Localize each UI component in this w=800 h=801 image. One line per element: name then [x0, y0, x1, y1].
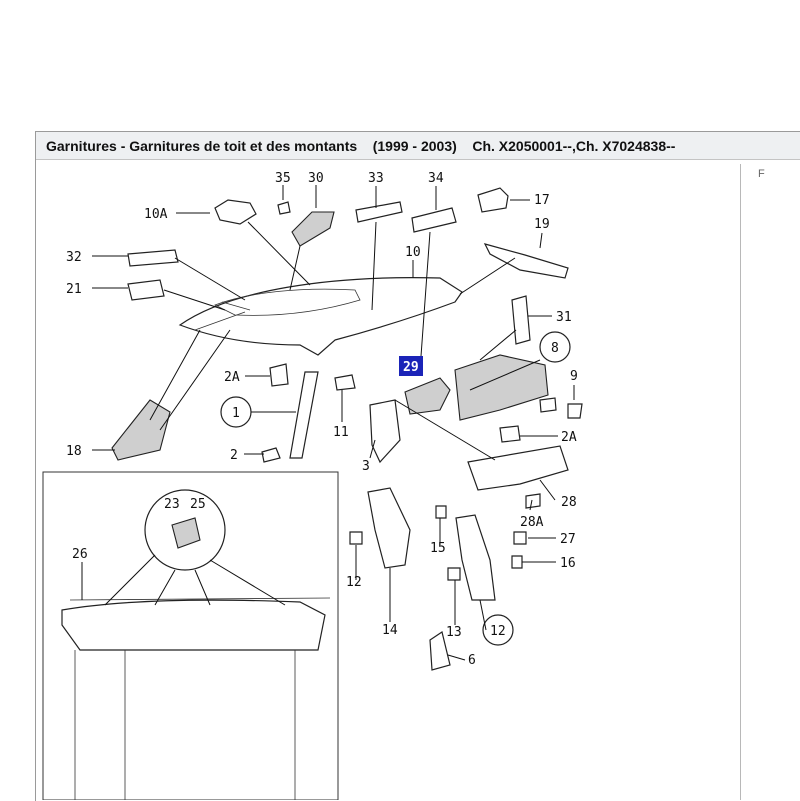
callout-17: 17 — [534, 193, 550, 208]
trim-18 — [111, 399, 171, 461]
side-panel[interactable]: F — [740, 164, 800, 800]
pillar-14 — [367, 487, 411, 569]
clip-2A-left — [269, 363, 289, 387]
detail-circle-12 — [482, 614, 514, 646]
pillar-1 — [289, 371, 319, 459]
parts-catalog-window: Garnitures - Garnitures de toit et des m… — [35, 131, 800, 801]
callout-2A-right: 2A — [561, 430, 577, 445]
trim-29 — [404, 377, 451, 415]
callout-6: 6 — [468, 653, 476, 668]
callout-23: 23 — [164, 497, 180, 512]
callout-29[interactable]: 29 — [403, 360, 419, 375]
detail-circle-8 — [539, 331, 571, 363]
callout-8: 8 — [551, 341, 559, 356]
clip-35 — [277, 201, 291, 215]
screw-12-left — [349, 531, 363, 545]
callout-16: 16 — [560, 556, 576, 571]
window-title: Garnitures - Garnitures de toit et des m… — [46, 138, 676, 154]
callout-13: 13 — [446, 625, 462, 640]
screw-15 — [435, 505, 447, 519]
pillar-trim-12 — [455, 514, 496, 601]
callout-28: 28 — [561, 495, 577, 510]
callout-27: 27 — [560, 532, 576, 547]
callout-35: 35 — [275, 171, 291, 186]
callout-14: 14 — [382, 623, 398, 638]
leader-lines — [81, 185, 575, 661]
callout-28A: 28A — [520, 515, 544, 530]
sunroof-opening — [213, 288, 361, 316]
callout-10A: 10A — [144, 207, 168, 222]
window-title-bar: Garnitures - Garnitures de toit et des m… — [36, 132, 800, 160]
clip-27 — [513, 531, 527, 545]
callout-18: 18 — [66, 444, 82, 459]
clip-2A-right — [499, 425, 521, 443]
callout-2: 2 — [230, 448, 238, 463]
callout-15: 15 — [430, 541, 446, 556]
clip-28A — [525, 493, 541, 509]
roof-headliner — [178, 277, 463, 356]
handle-30 — [291, 211, 335, 247]
screw-16 — [511, 555, 523, 569]
bracket-23-25 — [171, 517, 201, 549]
screw-2 — [261, 447, 281, 463]
callout-19: 19 — [534, 217, 550, 232]
callout-30: 30 — [308, 171, 324, 186]
clip-11 — [334, 374, 356, 391]
pad-21 — [127, 279, 165, 301]
rail-19 — [483, 243, 569, 279]
callout-29-highlight[interactable] — [399, 356, 423, 376]
trim-6 — [429, 631, 451, 671]
detail-inset-frame — [42, 471, 339, 800]
callout-11: 11 — [333, 425, 349, 440]
callout-10: 10 — [405, 245, 421, 260]
panel-31 — [511, 295, 531, 345]
callout-21: 21 — [66, 282, 82, 297]
callout-31: 31 — [556, 310, 572, 325]
screw-9 — [539, 397, 583, 419]
callout-26: 26 — [72, 547, 88, 562]
callout-12-left: 12 — [346, 575, 362, 590]
quarter-trim-8 — [454, 354, 549, 421]
callout-34: 34 — [428, 171, 444, 186]
callout-9: 9 — [570, 369, 578, 384]
callout-1: 1 — [232, 406, 240, 421]
pillar-3 — [369, 399, 401, 464]
callout-3: 3 — [362, 459, 370, 474]
callout-2A-left: 2A — [224, 370, 240, 385]
callout-32: 32 — [66, 250, 82, 265]
callout-25: 25 — [190, 497, 206, 512]
dome-light-10A — [214, 199, 257, 225]
panel-34 — [411, 207, 457, 233]
shelf-28 — [467, 445, 569, 491]
screw-13 — [447, 567, 461, 581]
block-17 — [477, 187, 509, 213]
pad-32 — [127, 249, 179, 267]
rear-bow-lower — [74, 650, 296, 800]
callout-33: 33 — [368, 171, 384, 186]
trim-33 — [355, 201, 403, 223]
callout-12-circle: 12 — [490, 624, 506, 639]
side-panel-letter: F — [758, 168, 765, 180]
rear-roof-bow-26 — [61, 599, 326, 651]
